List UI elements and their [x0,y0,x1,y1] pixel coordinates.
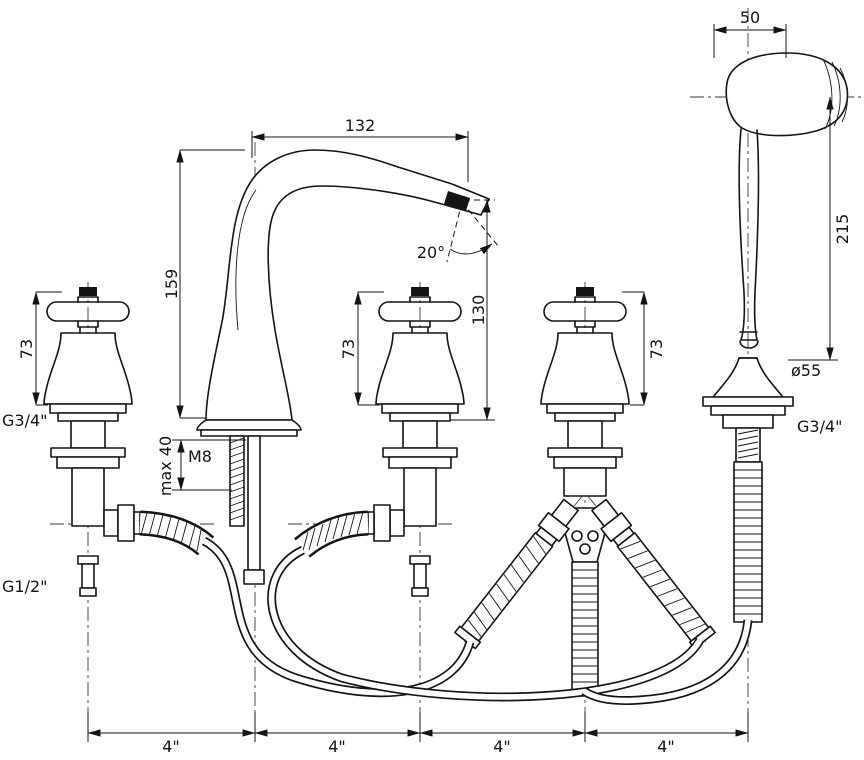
hand-shower [702,52,849,623]
dim-spout-height: 159 [162,269,181,300]
dim-escutcheon-dia: ø55 [791,361,821,380]
dim-outlet-height: 130 [469,295,488,326]
dim-spout-reach: 132 [345,116,376,135]
diverter-right-branch [587,496,716,650]
label-shower-thread: G3/4" [797,417,843,436]
middle-valve [294,286,465,597]
diverter-valve [454,286,716,697]
dim-pitch-4: 4" [657,737,675,756]
dim-handle-left: 73 [17,339,36,359]
label-stud-thread: M8 [188,447,212,466]
dim-deck-max: max 40 [156,436,175,496]
label-inlet-thread: G1/2" [2,577,48,596]
diverter-left-branch [454,496,583,650]
dim-pitch-3: 4" [493,737,511,756]
flexible-hoses [201,537,753,705]
dim-spout-angle: 20° [417,243,445,262]
dimensions: 50 215 ø55 G3/4" 132 159 20° 130 73 [2,8,852,756]
dim-handle-mid: 73 [339,339,358,359]
dim-handle-right: 73 [647,339,666,359]
dim-pitch-2: 4" [328,737,346,756]
dim-pitch-1: 4" [162,737,180,756]
label-left-thread: G3/4" [2,411,48,430]
shower-hose-ribbed [571,561,599,697]
dim-handset-length: 215 [833,214,852,245]
dim-top-width: 50 [740,8,760,27]
spout [196,149,490,585]
left-valve [43,286,215,597]
